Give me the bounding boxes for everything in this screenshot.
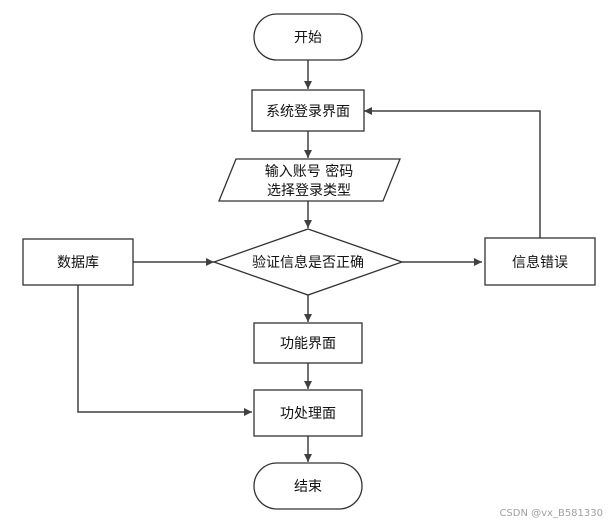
process-screen-label: 功处理面 <box>280 406 336 422</box>
edge-error-to-login <box>364 107 541 238</box>
input-node: 输入账号 密码 选择登录类型 <box>218 158 401 202</box>
function-screen-node: 功能界面 <box>253 322 363 364</box>
input-label-line1: 输入账号 密码 <box>265 163 353 180</box>
login-screen-node: 系统登录界面 <box>251 89 365 132</box>
verify-decision-node: 验证信息是否正确 <box>212 228 404 296</box>
end-node: 结束 <box>253 462 363 510</box>
watermark-text: CSDN @vx_B581330 <box>499 508 603 519</box>
input-label-line2: 选择登录类型 <box>267 183 351 199</box>
error-label: 信息错误 <box>512 254 568 271</box>
function-screen-label: 功能界面 <box>280 336 336 352</box>
process-screen-node: 功处理面 <box>253 389 363 437</box>
database-label: 数据库 <box>57 255 99 271</box>
database-node: 数据库 <box>22 238 134 286</box>
edges <box>77 60 541 462</box>
start-label: 开始 <box>294 30 322 46</box>
verify-decision-label: 验证信息是否正确 <box>252 254 364 271</box>
edge-database-to-process <box>77 285 252 416</box>
end-label: 结束 <box>294 479 322 495</box>
login-screen-label: 系统登录界面 <box>266 104 350 120</box>
start-node: 开始 <box>253 13 363 61</box>
error-node: 信息错误 <box>484 237 596 286</box>
